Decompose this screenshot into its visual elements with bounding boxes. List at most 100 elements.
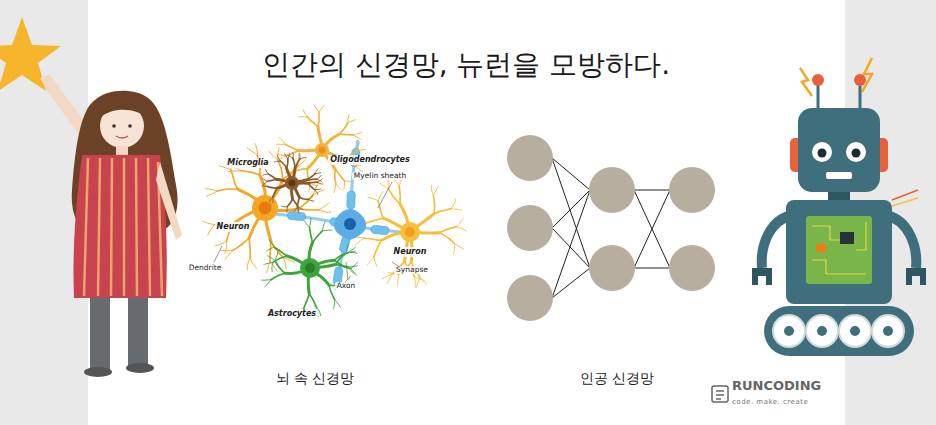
dendrite-branch	[317, 175, 321, 179]
dendrite-branch	[453, 243, 454, 254]
part-label: Astrocytes	[266, 309, 318, 318]
dendrite-branch	[355, 238, 364, 245]
dendrite-branch	[255, 143, 258, 155]
artificial-network-part-part	[552, 190, 590, 228]
dendrite-branch	[247, 148, 257, 155]
cell-nucleus	[305, 263, 315, 273]
slide-ground	[88, 0, 845, 425]
dendrite-branch	[357, 142, 359, 150]
girl-figure-part	[128, 124, 132, 128]
caption-label: 뇌 속 신경망	[276, 370, 355, 386]
dendrite-branch	[249, 238, 250, 258]
dendrite-branch	[354, 132, 362, 135]
dendrite-branch	[225, 241, 227, 253]
dendrite-branch	[367, 256, 374, 264]
robot-figure-part-part	[784, 326, 794, 336]
leader-lines-part	[214, 246, 222, 262]
dendrite-branch	[250, 258, 257, 268]
artificial-network-part-part	[589, 167, 635, 213]
slide-title: 인간의 신경망, 뉴런을 모방하다.	[262, 49, 671, 81]
dendrite-branch	[335, 170, 336, 184]
dendrite-branch	[389, 190, 400, 204]
artificial-network-part	[507, 135, 715, 321]
dendrite-branch	[451, 209, 462, 211]
artificial-network-part-part	[507, 135, 553, 181]
robot-figure-part	[812, 142, 832, 162]
part-label: Myelin sheath	[352, 172, 408, 181]
robot-figure-part	[846, 142, 866, 162]
dendrite-branch	[262, 279, 271, 280]
dendrite-branch	[273, 188, 277, 197]
dendrite-branch	[265, 169, 268, 174]
dendrite-branch	[273, 256, 287, 262]
dendrite-branch	[225, 250, 233, 259]
leader-lines-part	[378, 182, 392, 208]
robot-figure-part-part	[812, 260, 866, 274]
dendrite-branch	[315, 172, 321, 174]
girl-figure-part-part	[98, 158, 100, 296]
robot-figure-part-part	[773, 315, 805, 347]
dendrite-branch	[339, 134, 353, 135]
dendrite-branch	[317, 179, 322, 182]
dendrite-branch	[440, 227, 457, 233]
cell-nucleus	[344, 218, 356, 230]
dendrite-branch	[351, 262, 358, 268]
brain-network-illustration	[203, 105, 467, 317]
dendrite-branch	[295, 207, 298, 212]
dendrite-branch	[275, 261, 285, 273]
robot-figure-part-part	[872, 315, 904, 347]
artificial-network	[507, 135, 715, 321]
dendrite-branch	[299, 153, 300, 159]
logo-icon-part	[716, 394, 724, 396]
artificial-network-part-part	[634, 190, 670, 268]
cell-body	[285, 176, 299, 190]
dendrite-branch	[317, 179, 322, 182]
dendrite-branch	[319, 203, 329, 210]
robot-figure-part	[906, 268, 926, 285]
girl-figure-part-part	[84, 158, 88, 296]
dendrite-branch	[269, 240, 274, 248]
dendrite-branch	[287, 199, 292, 207]
dendrite-branch	[334, 184, 336, 192]
robot-figure-part	[892, 198, 918, 206]
dendrite-branch	[287, 159, 288, 168]
myelin-sheath	[287, 211, 306, 221]
dendrite-branch	[374, 256, 377, 266]
part-label: Dendrite	[187, 264, 224, 273]
dendrite-branch	[319, 210, 331, 213]
dendrite-branch	[263, 174, 269, 176]
dendrite-branch	[348, 267, 355, 273]
artificial-network-part-part	[552, 190, 590, 298]
dendrite-branch	[298, 207, 300, 213]
dendrite-branch	[299, 195, 314, 209]
robot-figure-part	[817, 82, 820, 110]
dendrite-branch	[457, 227, 467, 231]
dendrite-branch	[271, 273, 285, 280]
dendrite-branch	[329, 285, 334, 299]
robot-figure-part	[816, 244, 826, 252]
dendrite-branch	[221, 250, 233, 251]
dendrite-branch	[281, 206, 287, 208]
dendrite-branch	[228, 171, 240, 172]
robot-figure-part	[786, 200, 892, 304]
cell-nucleus	[319, 147, 326, 154]
dendrite-branch	[263, 181, 267, 185]
dendrite-branch	[275, 161, 281, 163]
dendrite-branch	[299, 197, 308, 199]
dendrite-branch	[203, 221, 215, 224]
girl-figure-part-part	[136, 158, 137, 296]
artificial-network-part-part	[507, 275, 553, 321]
robot-figure-part	[812, 222, 866, 274]
dendrite-branch	[285, 151, 298, 156]
dendrite-branch	[308, 178, 318, 180]
girl-figure-part	[100, 103, 146, 118]
girl-figure-part	[116, 146, 128, 156]
girl-figure-part	[128, 298, 148, 366]
dendrite-branch	[334, 253, 347, 260]
robot-figure-part	[854, 74, 866, 86]
dendrite-branch	[335, 300, 340, 307]
dendrite-branch	[288, 156, 293, 159]
robot-figure-part-part	[850, 326, 860, 336]
dendrite-branch	[309, 199, 314, 201]
